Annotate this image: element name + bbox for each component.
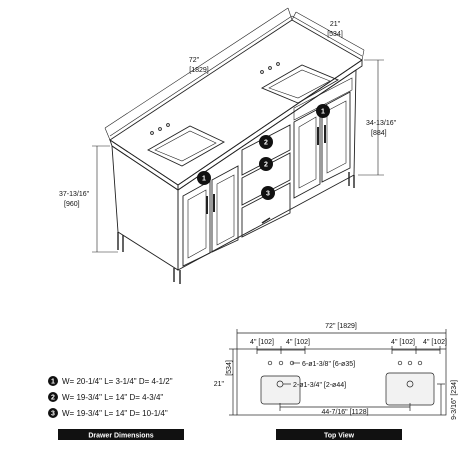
legend-marker-number: 1 [51,379,55,386]
width-label: 72" [189,57,200,64]
drawer-dimensions-title: Drawer Dimensions [88,433,153,440]
right-drain [406,380,414,388]
depth-metric: [534] [327,31,343,38]
drawer-top [241,124,291,176]
top-view-left-sink [260,375,301,405]
callout-badge [259,135,273,149]
faucet-spacing-left-1: 4" [102] [250,339,274,346]
cabinet-height-metric: [960] [64,201,80,208]
right-door-2 [321,91,351,183]
cabinet-height-label: 37-13/16" [59,191,90,198]
drawer-dimensions-legend: 1 W= 20-1/4" L= 3-1/4" D= 4-1/2" 2 W= 19… [48,376,184,440]
drain-offset-label: 9-3/16" [234] [451,380,458,420]
drain-hole-label: 2-ø1-3/4" [2-ø44] [293,382,346,389]
cabinet-front [111,145,179,271]
left-door-1 [182,180,211,267]
callout-badge [316,104,330,118]
right-door-1 [293,107,321,199]
callout-number: 3 [266,191,270,198]
faucet-hole-label: 6-ø1-3/8" [6-ø35] [302,361,355,368]
counter-height-label: 34-13/16" [366,120,397,127]
countertop-front-edge [109,138,179,191]
top-view-depth: 21" [214,381,225,388]
legend-marker [48,376,58,386]
countertop [109,19,363,186]
drawer-middle [241,152,291,206]
top-view-overall-width: 72" [1829] [325,323,357,330]
drawer-dimensions-title-bar [58,429,184,440]
drawer-dimension-row: W= 20-1/4" L= 3-1/4" D= 4-1/2" [62,377,173,386]
faucet-spacing-left-2: 4" [102] [286,339,310,346]
width-metric: [1829] [189,67,209,74]
sink-spacing-label: 44-7/16" [1128] [321,409,368,416]
callout-badges: 1 2 2 3 1 [197,104,330,200]
vanity-dimensions [92,7,384,253]
legend-marker-number: 2 [51,395,55,402]
legend-marker [48,408,58,418]
faucet-spacing-right-2: 4" [102] [423,339,447,346]
faucet-spacing-right-1: 4" [102] [391,339,415,346]
top-view-title: Top View [324,433,355,440]
legend-marker [48,392,58,402]
callout-number: 2 [264,162,268,169]
top-view: 72" [1829] 4" [102] 4" [102] 4" [102] 4"… [214,323,458,440]
top-view-title-bar [276,429,402,440]
depth-label: 21" [330,21,341,28]
callout-badge [197,171,211,185]
left-sink [147,123,225,167]
callout-badge [259,157,273,171]
drawer-dimension-row: W= 19-3/4" L= 14" D= 10-1/4" [62,409,168,418]
callout-number: 1 [202,176,206,183]
drawer-dimension-row: W= 19-3/4" L= 14" D= 4-3/4" [62,393,163,402]
callout-number: 2 [264,140,268,147]
right-sink [260,62,340,104]
counter-height-metric: [884] [371,130,387,137]
countertop-side-edge [177,59,363,191]
callout-number: 1 [321,109,325,116]
top-view-right-sink [385,372,435,406]
legend-marker-number: 3 [51,411,55,418]
callout-badge [261,186,275,200]
left-door-2 [211,165,239,253]
vanity-drawing [109,15,363,284]
top-view-countertop [236,348,447,416]
top-view-depth-metric: [534] [226,360,233,376]
